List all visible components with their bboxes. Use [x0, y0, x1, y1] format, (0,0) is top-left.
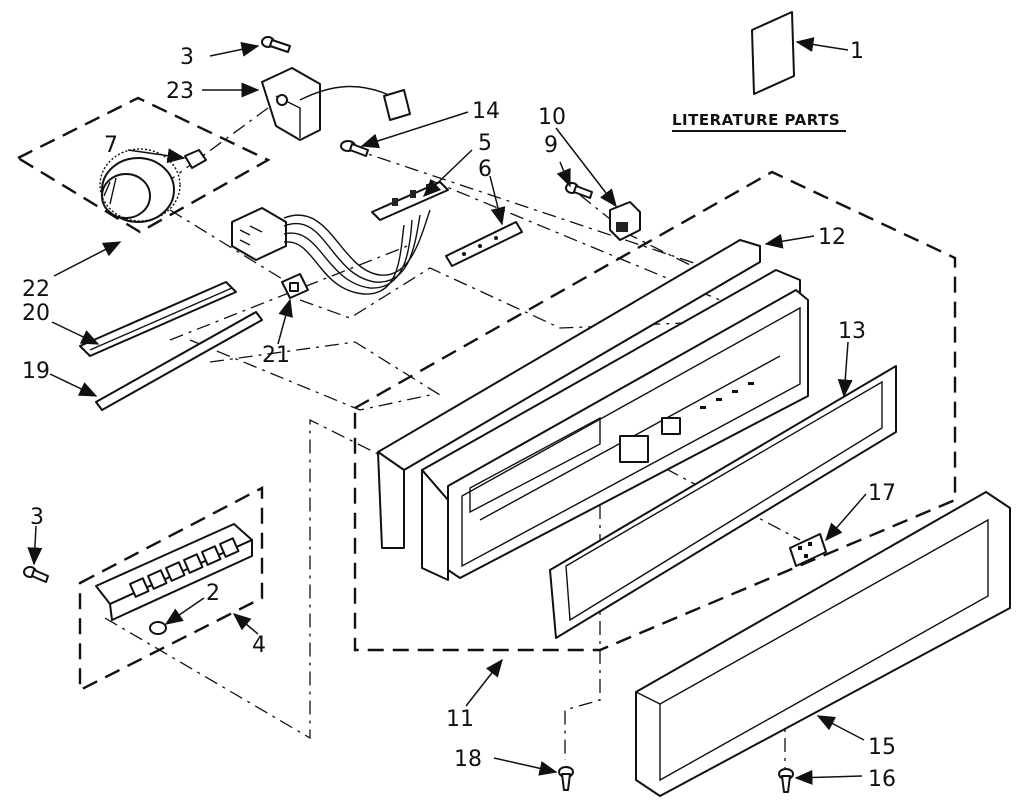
callout-13: 13 [838, 319, 866, 344]
terminal-strip-6 [445, 221, 523, 267]
grommet-21 [281, 273, 309, 299]
callout-4: 4 [252, 633, 266, 658]
console-housing-15 [635, 491, 1011, 797]
callout-7: 7 [104, 133, 118, 158]
overlay-13 [549, 365, 897, 639]
callout-3-left: 3 [30, 505, 44, 530]
literature-sheet [751, 11, 795, 95]
timer-motor-22 [99, 148, 181, 223]
callout-6: 6 [478, 157, 492, 182]
literature-parts-heading: LITERATURE PARTS [672, 111, 840, 129]
callout-20: 20 [22, 301, 50, 326]
callout-1: 1 [850, 39, 864, 64]
panel-assembly-box [353, 170, 957, 652]
control-board-17 [789, 533, 827, 567]
console-panel-12 [377, 239, 761, 549]
callout-1-arrow [795, 37, 849, 52]
callout-21: 21 [262, 343, 290, 368]
screw-18 [558, 766, 574, 791]
callout-15: 15 [868, 735, 896, 760]
motor-bracket-23 [261, 67, 411, 141]
switch-group-box [78, 486, 264, 692]
screw-14 [340, 140, 369, 157]
screw-3-top [261, 36, 291, 53]
switch-assembly-4 [95, 523, 253, 621]
callout-18: 18 [454, 747, 482, 772]
callout-22: 22 [22, 277, 50, 302]
button-2 [149, 621, 167, 635]
gear-7 [184, 149, 207, 169]
motor-group-box [15, 96, 271, 234]
callout-14: 14 [472, 99, 500, 124]
screw-3-left [23, 566, 49, 583]
screw-16 [778, 768, 794, 793]
callout-5: 5 [478, 131, 492, 156]
console-face [447, 289, 809, 579]
insulator-19 [95, 311, 263, 411]
callout-9: 9 [544, 133, 558, 158]
callout-19: 19 [22, 359, 50, 384]
callout-3-top: 3 [180, 45, 194, 70]
callout-11: 11 [446, 707, 474, 732]
switch-buttons [129, 537, 240, 598]
callout-17: 17 [868, 481, 896, 506]
wiring-harness-5 [231, 181, 449, 295]
callout-10: 10 [538, 105, 566, 130]
callout-23: 23 [166, 79, 194, 104]
callout-arrows [27, 42, 867, 785]
callout-2: 2 [206, 581, 220, 606]
bracket-20 [79, 281, 237, 357]
switch-10 [609, 201, 641, 241]
callout-12: 12 [818, 225, 846, 250]
callout-16: 16 [868, 767, 896, 792]
